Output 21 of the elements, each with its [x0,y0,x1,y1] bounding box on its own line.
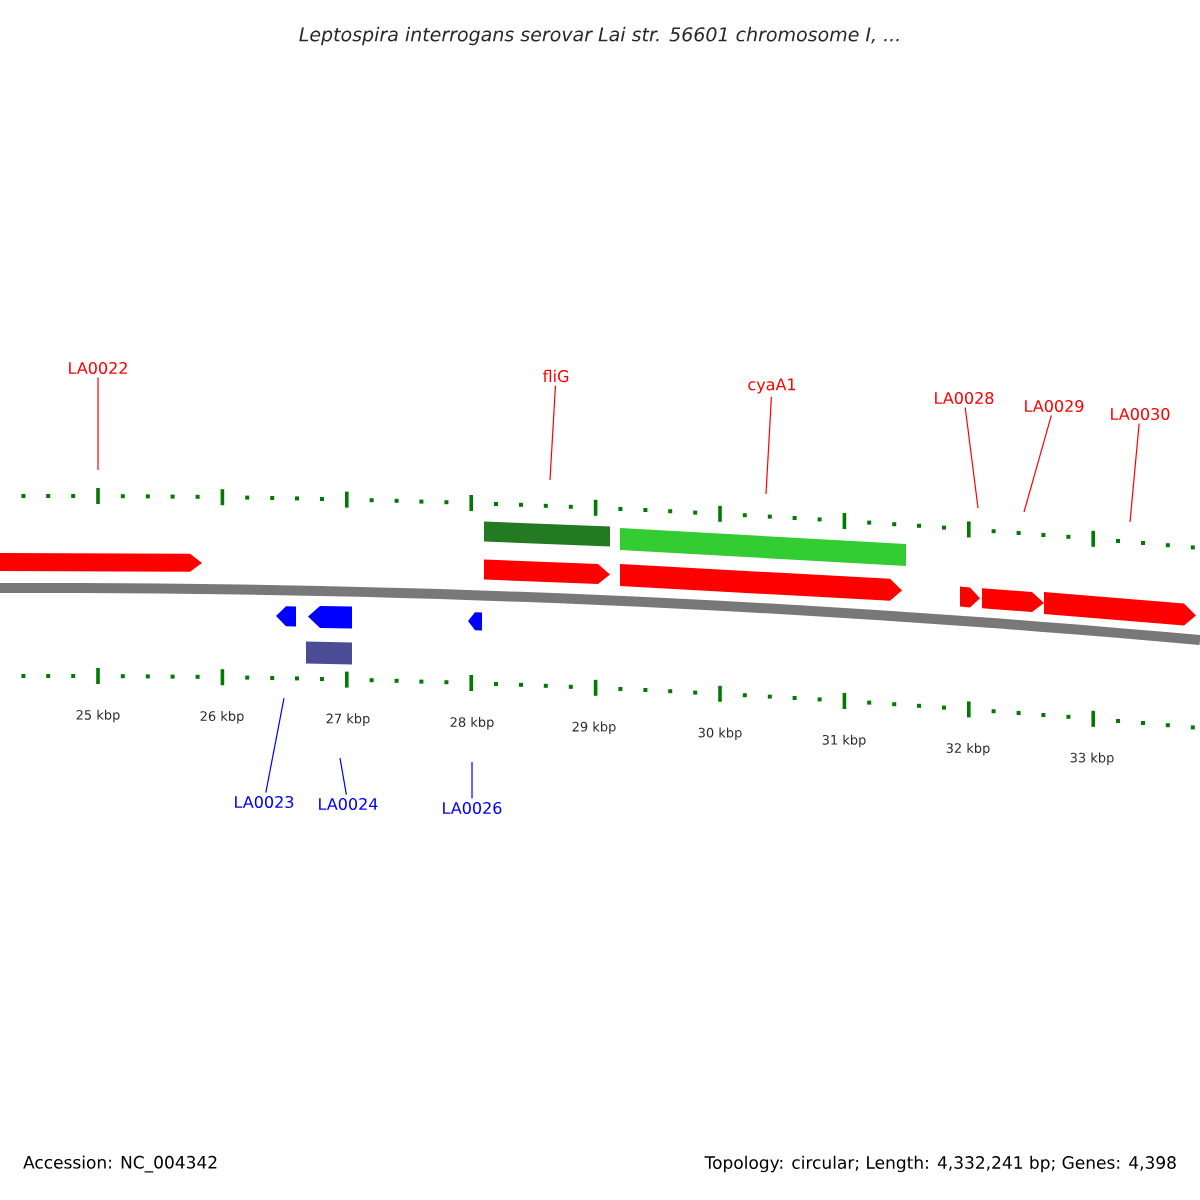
gene-label: LA0029 [1025,399,1084,413]
footer-text: Topology: circular; Length: 4,332,241 bp; Genes: 4,398 [704,1155,1176,1173]
leader-line [265,697,285,794]
gene-label: LA0030 [1111,407,1170,421]
gene-label: LA0023 [235,795,294,809]
leader-line [471,761,473,800]
gene-label: LA0022 [69,361,127,375]
title: Leptospira interrogans serovar Lai str. 56601 chromosome I, ... [299,26,899,46]
leader-line [1023,414,1052,513]
leader-line [1129,422,1140,523]
leader-line [339,757,347,796]
footer-text: Accession: NC_004342 [23,1155,217,1173]
leader-line [765,396,772,495]
leader-line [964,406,979,509]
leader-line [549,385,557,481]
gene-label: LA0024 [319,797,378,811]
gene-label: LA0026 [443,801,502,815]
gene-label: cyaA1 [748,378,796,394]
gene-label: fliG [542,369,569,383]
leader-line [97,376,99,471]
gene-label: LA0028 [935,391,994,405]
